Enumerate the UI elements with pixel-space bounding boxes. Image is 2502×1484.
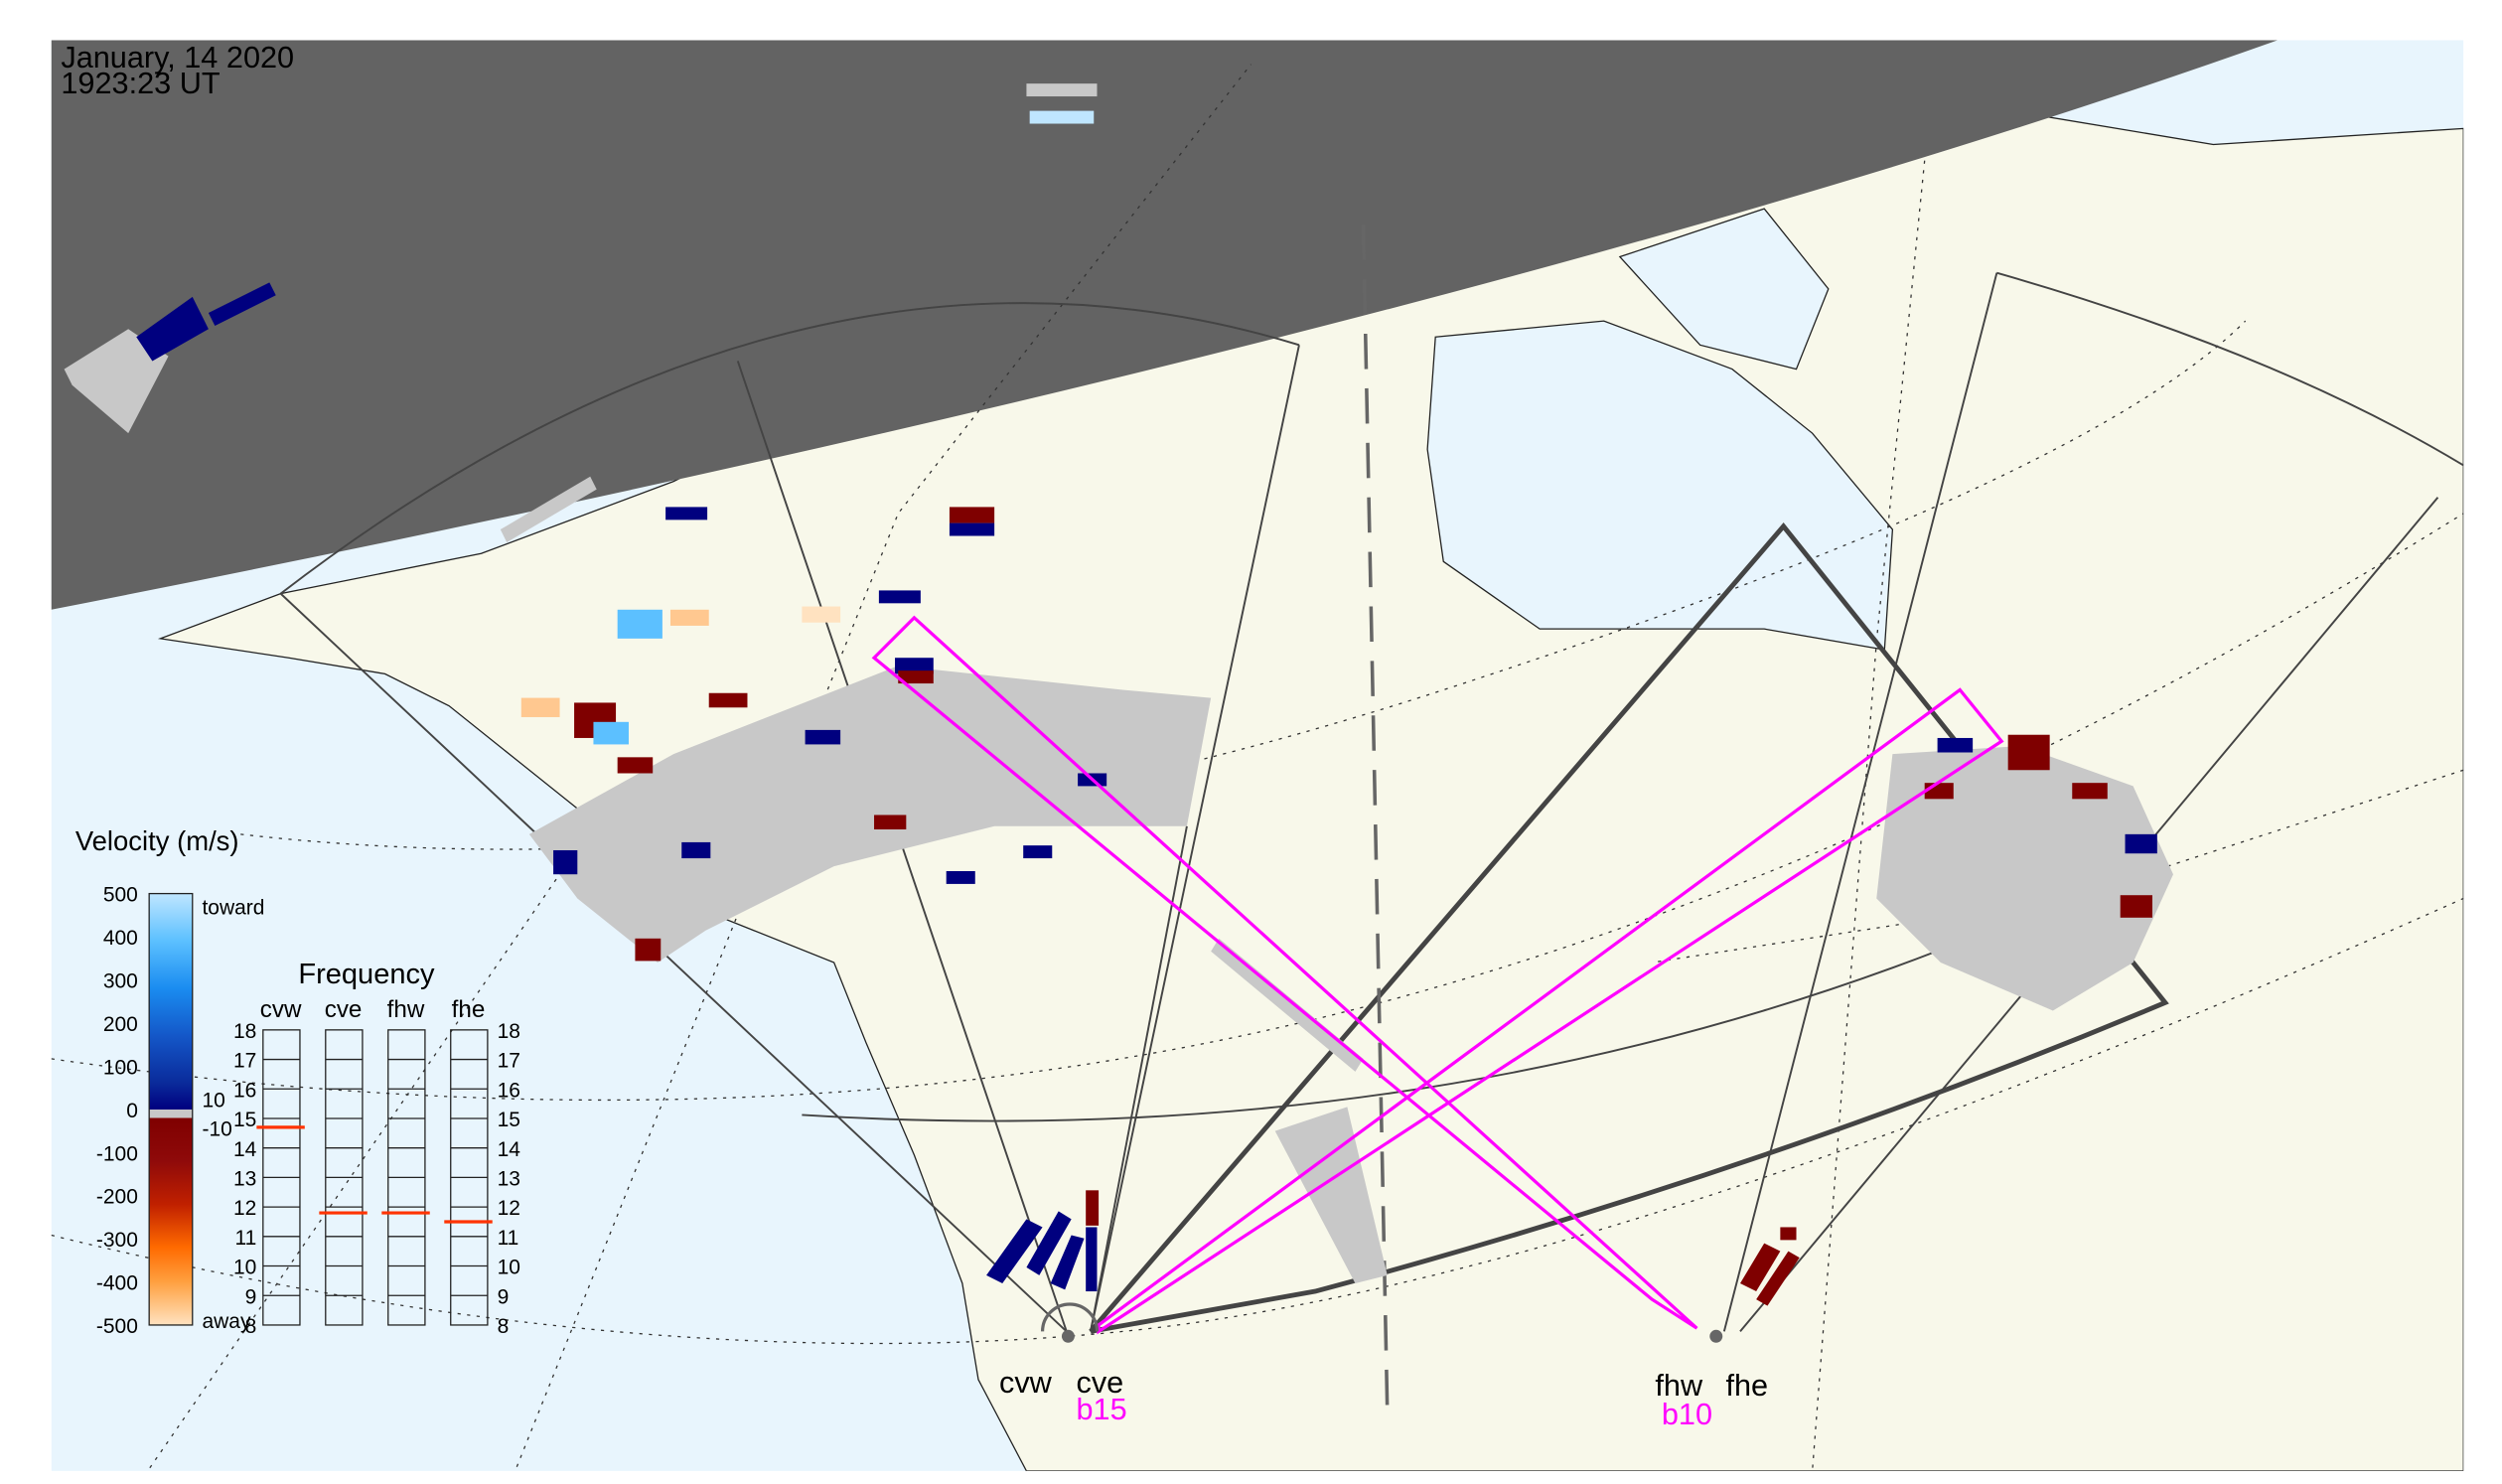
- velocity-tick-label: -300: [96, 1229, 138, 1252]
- velocity-legend-title: Velocity (m/s): [75, 825, 239, 856]
- frequency-tick-right: 16: [498, 1079, 520, 1102]
- frequency-radar-label: fhw: [387, 996, 425, 1023]
- frequency-tick-left: 18: [233, 1020, 256, 1043]
- frequency-tick-left: 13: [233, 1167, 256, 1190]
- frequency-radar-label: fhe: [452, 996, 486, 1023]
- beam-b10: [1097, 687, 2004, 1335]
- night-terminator: [51, 40, 2278, 610]
- radar-label-fhe: fhe: [1725, 1368, 1768, 1403]
- frequency-tick-right: 8: [498, 1315, 510, 1338]
- frequency-tick-left: 15: [233, 1109, 256, 1131]
- map-area: [51, 40, 2464, 1471]
- velocity-tick-label: 400: [103, 927, 138, 950]
- frequency-tick-left: 8: [245, 1315, 257, 1338]
- velocity-tick-label: 0: [126, 1100, 138, 1122]
- velocity-colorbar: [148, 892, 194, 1326]
- velocity-cell: [1029, 110, 1095, 124]
- frequency-legend: Frequency 18 18 17 17 16 16 15 15 14 14 13 13 12 12 11…: [233, 959, 520, 1338]
- beam-label-b15: b15: [1076, 1392, 1126, 1426]
- velocity-tick-label: 200: [103, 1013, 138, 1036]
- frequency-tick-left: 9: [245, 1285, 257, 1308]
- frequency-tick-left: 17: [233, 1050, 256, 1073]
- velocity-tick-label: -100: [96, 1142, 138, 1165]
- frequency-tick-right: 9: [498, 1285, 510, 1308]
- ground-scatter: [64, 83, 2173, 1283]
- inlet: [1618, 208, 1830, 371]
- frequency-radar-label: cvw: [260, 996, 302, 1023]
- away-label: away: [202, 1310, 250, 1333]
- frequency-tick-right: 10: [498, 1257, 520, 1279]
- velocity-tick-label: -500: [96, 1315, 138, 1338]
- frequency-tick-right: 13: [498, 1167, 520, 1190]
- frequency-tick-left: 11: [235, 1227, 257, 1250]
- velocity-tick-label: 100: [103, 1056, 138, 1079]
- radar-site-cv: [1061, 1329, 1075, 1343]
- gs-tick-neg: -10: [202, 1117, 231, 1140]
- time-label: 1923:23 UT: [61, 66, 221, 100]
- frequency-tick-left: 12: [233, 1197, 256, 1220]
- frequency-radar-label: cve: [325, 996, 363, 1023]
- frequency-tick-right: 18: [498, 1020, 520, 1043]
- velocity-tick-label: -400: [96, 1272, 138, 1295]
- velocity-cells: [136, 282, 2157, 1306]
- frequency-legend-title: Frequency: [298, 959, 435, 990]
- date-label: January, 14 2020: [61, 40, 294, 74]
- radar-label-fhw: fhw: [1655, 1368, 1703, 1403]
- toward-label: toward: [202, 897, 264, 920]
- frequency-tick-right: 11: [498, 1227, 519, 1250]
- frequency-tick-left: 10: [233, 1257, 256, 1279]
- frequency-tick-left: 14: [233, 1138, 257, 1161]
- frequency-tick-right: 17: [498, 1050, 520, 1073]
- velocity-tick-label: 300: [103, 970, 138, 993]
- meridian-dashed: [1361, 224, 1390, 1412]
- frequency-tick-right: 14: [498, 1138, 521, 1161]
- velocity-tick-label: -200: [96, 1186, 138, 1209]
- frequency-tick-left: 16: [233, 1079, 256, 1102]
- frequency-tick-right: 12: [498, 1197, 520, 1220]
- velocity-legend: Velocity (m/s) 500 400 300 200 100 0 -100 -200 -…: [75, 825, 265, 1338]
- radar-label-cvw: cvw: [999, 1365, 1053, 1400]
- velocity-tick-label: 500: [103, 884, 138, 907]
- gs-tick-pos: 10: [202, 1089, 224, 1112]
- beam-b15: [871, 615, 1698, 1330]
- frequency-tick-right: 15: [498, 1109, 520, 1131]
- radar-site-cv-arc: [1040, 1302, 1100, 1332]
- beam-label-b10: b10: [1662, 1397, 1712, 1431]
- combined-fov-outline: [1089, 522, 2169, 1334]
- radar-label-cve: cve: [1076, 1365, 1123, 1400]
- radar-site-fh: [1709, 1329, 1723, 1343]
